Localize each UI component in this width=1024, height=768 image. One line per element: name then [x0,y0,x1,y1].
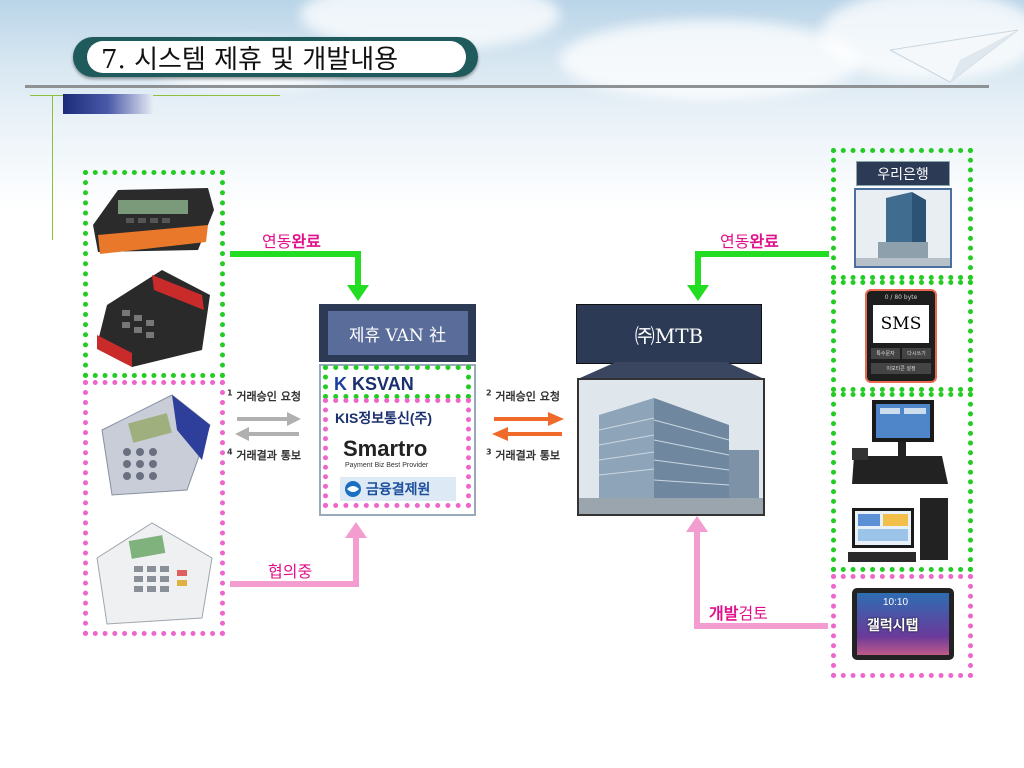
label-text: 완료 [291,232,321,251]
label-text: 완료 [749,232,779,251]
accent-bar [63,94,153,114]
tablet-screen: 10:10 갤럭시탭 [857,593,949,655]
green-link-arrow [230,251,369,301]
connected-terminals-group [83,170,225,378]
bank-building-image [856,190,950,266]
review-tablet-group [831,574,973,678]
sms-button: 특수문자 [871,348,900,359]
pink-link-arrow [686,516,828,629]
logo-text: 금융결제원 [366,482,431,498]
bank-building-frame [854,188,952,268]
step-number: 1 [227,388,233,398]
pos-terminal-image [852,400,948,484]
tablet-clock: 10:10 [883,597,909,608]
title-banner: 7. 시스템 제휴 및 개발내용 [73,37,478,77]
smartro-tagline: Payment Biz Best Provider [345,462,429,469]
step-number: 2 [486,388,492,398]
step-number: 3 [486,447,492,457]
sms-buttons: 특수문자 다시쓰기 [871,348,931,359]
connected-bank-group [831,148,973,280]
step-text: 거래결과 통보 [495,449,560,462]
card-terminal-image [96,522,213,625]
sms-button: 이모티콘 설정 [871,363,931,374]
negotiating-van-group [323,398,471,508]
step-label: 4 거래결과 통보 [227,447,301,463]
label-text: 연동 [720,232,750,251]
card-terminal-image [97,270,210,367]
van-header: 제휴 VAN 社 [319,304,476,362]
negotiating-terminals-group [83,380,225,636]
logo-text: KSVAN [352,374,414,394]
label-text: 검토 [738,604,768,623]
link-status-label: 협의중 [268,562,313,581]
label-text: 연동 [262,232,292,251]
mtb-connector [580,362,762,378]
pc-pos-image [848,498,948,562]
step-text: 거래승인 요청 [495,390,560,403]
pink-link-arrow [230,522,367,587]
link-status-label: 연동완료 [262,228,321,252]
connected-van-group [323,365,471,399]
sms-phone: 0 / 80 byte SMS 특수문자 다시쓰기 이모티콘 설정 [865,289,937,383]
cloud [560,20,860,100]
tablet-label: 갤럭시탭 [867,618,919,634]
link-status-label: 개발검토 [709,600,768,624]
step-label: 2 거래승인 요청 [486,388,560,404]
divider [25,85,989,88]
mtb-header: ㈜MTB [576,304,762,364]
link-status-label: 연동완료 [720,228,779,252]
divider [30,95,280,96]
smartro-logo: Smartro [343,436,428,461]
bank-name: 우리은행 [856,161,950,186]
step-number: 4 [227,447,233,457]
connected-sms-group [831,280,973,392]
sms-byte-counter: 0 / 80 byte [884,294,918,301]
step-text: 거래승인 요청 [236,390,301,403]
green-link-arrow [687,251,829,301]
page-title: 7. 시스템 제휴 및 개발내용 [87,41,466,75]
sms-button: 다시쓰기 [902,348,931,359]
van-header-label: 제휴 VAN 社 [327,311,468,355]
sms-screen: SMS [873,305,929,343]
label-text: 개발 [709,604,739,623]
exchange-arrow-icon [235,412,301,441]
exchange-arrow-icon [492,412,564,441]
building-image [579,380,763,514]
paper-plane-icon [890,29,1019,83]
kis-logo: KIS정보통신(주) [335,410,433,426]
connected-pos-group [831,392,973,572]
divider [52,95,53,240]
mtb-building-frame [577,378,765,516]
ksvan-logo: K KSVAN [334,374,414,394]
step-text: 거래결과 통보 [236,449,301,462]
step-label: 1 거래승인 요청 [227,388,301,404]
step-label: 3 거래결과 통보 [486,447,560,463]
kftc-logo: 금융결제원 [340,477,456,501]
kftc-emblem-icon [345,481,361,497]
card-terminal-image [93,188,214,254]
tablet-device: 10:10 갤럭시탭 [852,588,954,660]
card-terminal-image [101,394,211,496]
